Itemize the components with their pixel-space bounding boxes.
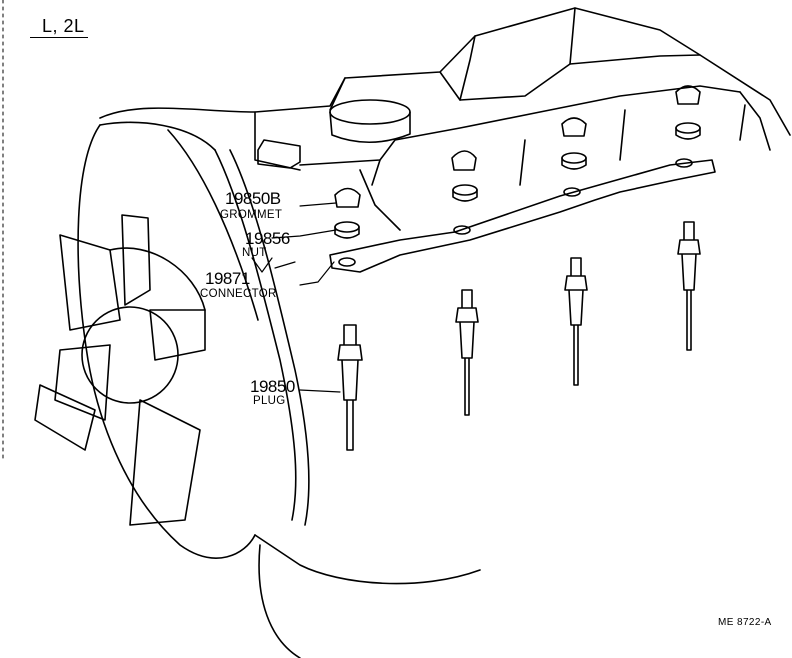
callout-part-name: CONNECTOR — [200, 288, 277, 300]
callout-part-number: 19850 — [250, 377, 295, 396]
callout-part-name: PLUG — [253, 395, 286, 407]
nuts — [334, 122, 701, 239]
glow-plugs — [337, 221, 701, 451]
head-cover — [99, 7, 791, 231]
connector-bar — [329, 158, 716, 273]
figure-code: ME 8722-A — [718, 617, 772, 628]
variant-label: L, 2L — [42, 16, 85, 36]
leader-lines — [251, 202, 341, 393]
timing-cover — [77, 121, 481, 658]
variant-label-underline — [30, 37, 88, 38]
callout-part-name: GROMMET — [220, 209, 283, 221]
oil-filler-cap — [329, 99, 411, 125]
callout-part-number: 19856 — [245, 229, 290, 248]
callout-part-name: NUT — [242, 247, 267, 259]
callout-part-number: 19850B — [225, 189, 281, 208]
breather-block — [257, 139, 301, 169]
grommets — [334, 85, 701, 208]
cooling-fan — [34, 214, 206, 526]
callout-part-number: 19871 — [205, 269, 250, 288]
